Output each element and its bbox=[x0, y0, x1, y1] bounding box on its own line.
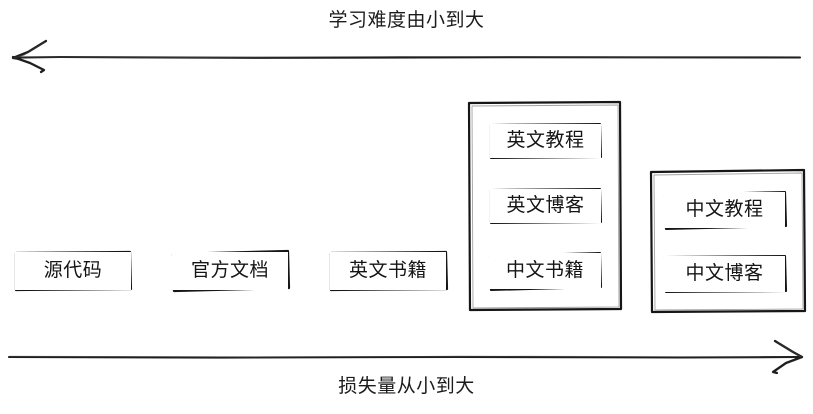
node-label-english-tutorial: 英文教程 bbox=[506, 130, 585, 151]
node-source-code[interactable]: 源代码 bbox=[15, 252, 131, 290]
node-english-blog[interactable]: 英文博客 bbox=[490, 189, 601, 223]
node-label-official-docs: 官方文档 bbox=[190, 260, 269, 281]
node-label-chinese-books: 中文书籍 bbox=[505, 260, 584, 281]
node-label-chinese-tutorial: 中文教程 bbox=[685, 199, 764, 220]
node-label-english-blog: 英文博客 bbox=[506, 195, 585, 216]
top-axis-label: 学习难度由小到大 bbox=[328, 10, 485, 31]
node-official-docs[interactable]: 官方文档 bbox=[172, 252, 288, 290]
bottom-axis-arrow bbox=[7, 339, 804, 375]
node-label-source-code: 源代码 bbox=[43, 260, 103, 281]
node-label-english-books: 英文书籍 bbox=[348, 260, 427, 281]
bottom-axis-label: 损失量从小到大 bbox=[338, 376, 475, 397]
node-label-chinese-blog: 中文博客 bbox=[685, 263, 764, 284]
node-chinese-tutorial[interactable]: 中文教程 bbox=[664, 192, 785, 228]
node-english-tutorial[interactable]: 英文教程 bbox=[490, 124, 601, 158]
top-axis-arrow bbox=[11, 39, 802, 74]
node-chinese-books[interactable]: 中文书籍 bbox=[489, 253, 601, 289]
node-english-books[interactable]: 英文书籍 bbox=[330, 252, 446, 290]
node-chinese-blog[interactable]: 中文博客 bbox=[664, 256, 785, 292]
